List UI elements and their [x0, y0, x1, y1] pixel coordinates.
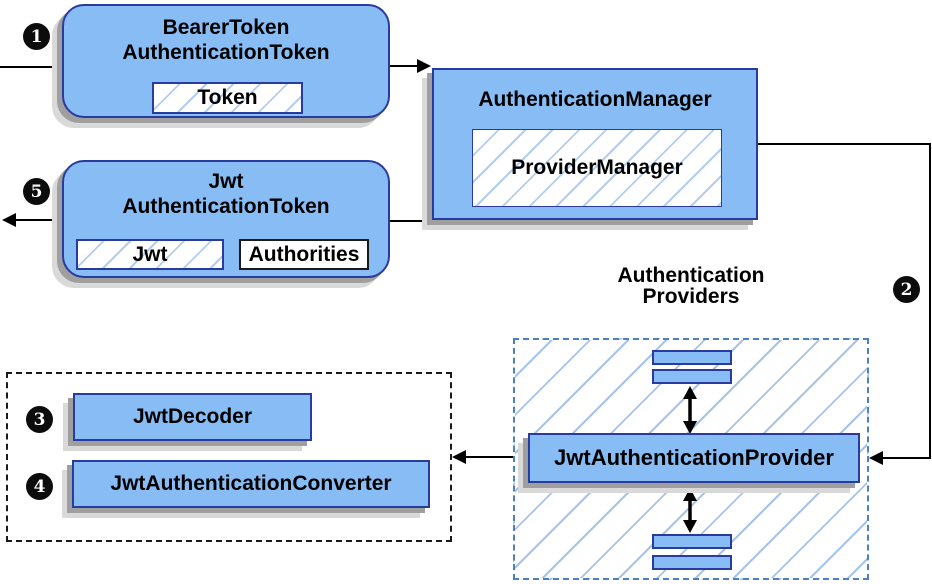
provider-placeholder-bar	[652, 555, 732, 570]
node-title-line: BearerToken	[162, 16, 290, 39]
provider-placeholder-bar	[652, 369, 732, 384]
node-jwt-authentication-converter: JwtAuthenticationConverter	[72, 460, 430, 508]
arrowhead-upper-bottom	[683, 421, 697, 434]
step-3-badge: 3	[26, 406, 53, 433]
arrowhead-into-components	[452, 450, 466, 464]
chip-jwt: Jwt	[76, 239, 224, 270]
step-4-badge: 4	[26, 473, 53, 500]
step-5-badge: 5	[23, 178, 50, 205]
node-title-line: AuthenticationManager	[478, 88, 712, 111]
chip-authorities: Authorities	[239, 239, 369, 270]
arrowhead-upper-top	[683, 386, 697, 399]
step-2-badge: 2	[893, 276, 920, 303]
node-title-line: AuthenticationToken	[122, 41, 330, 64]
arrowhead-lower-bottom	[683, 520, 697, 533]
node-jwt-authentication-provider: JwtAuthenticationProvider	[528, 433, 860, 483]
node-jwt-decoder: JwtDecoder	[73, 393, 312, 441]
label-line: Providers	[642, 285, 740, 308]
node-authentication-manager: AuthenticationManager ProviderManager	[432, 68, 758, 220]
authentication-providers-label: Authentication Providers	[553, 265, 829, 307]
node-title-line: AuthenticationToken	[122, 195, 330, 218]
manager-to-provider-line	[758, 143, 931, 459]
chip-provider-manager: ProviderManager	[472, 129, 722, 207]
jwt-components-group-box	[6, 372, 452, 542]
arrowhead-outgoing-left	[2, 213, 16, 227]
node-jwt-authentication-token: Jwt AuthenticationToken Jwt Authorities	[62, 160, 390, 278]
label-line: Authentication	[617, 264, 765, 287]
node-title-line: Jwt	[208, 170, 244, 193]
provider-placeholder-bar	[652, 350, 732, 365]
step-1-badge: 1	[23, 23, 50, 50]
chip-token: Token	[152, 82, 303, 114]
node-bearer-token-authentication-token: BearerToken AuthenticationToken Token	[62, 4, 390, 118]
provider-placeholder-bar	[652, 534, 732, 549]
arrowhead-lower-top	[683, 488, 697, 501]
arrowhead-into-manager	[417, 59, 431, 73]
arrowhead-into-provider	[869, 451, 883, 465]
